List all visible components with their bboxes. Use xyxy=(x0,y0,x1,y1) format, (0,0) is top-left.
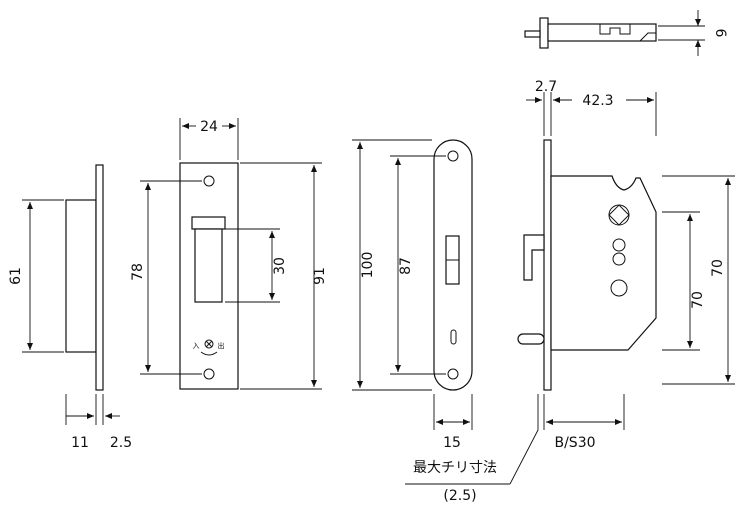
dim-70-inner-label: 70 xyxy=(690,291,706,309)
front-view-strike: 入 出 24 78 30 91 xyxy=(130,118,328,390)
dim-30-label: 30 xyxy=(272,257,288,275)
side-view-left: 61 11 2.5 xyxy=(8,164,132,451)
dim-2-7-label: 2.7 xyxy=(535,79,557,95)
dim-6-label: 6 xyxy=(712,29,728,38)
knob-out-label: 出 xyxy=(218,341,225,350)
dim-24-label: 24 xyxy=(200,119,218,135)
max-chiri-value: (2.5) xyxy=(443,488,476,504)
dim-15-label: 15 xyxy=(443,435,461,451)
dim-70-outer-label: 70 xyxy=(710,259,726,277)
top-view: 6 xyxy=(524,10,728,56)
lock-body-view: 2.7 42.3 70 70 B/S30 最大チリ寸法 (2.5) xyxy=(405,79,735,504)
knob-in-label: 入 xyxy=(193,342,200,350)
dim-61-label: 61 xyxy=(8,267,24,285)
dim-11-label: 11 xyxy=(71,435,89,451)
dim-2-5-label: 2.5 xyxy=(110,435,132,451)
max-chiri-label: 最大チリ寸法 xyxy=(413,460,497,476)
dim-100-label: 100 xyxy=(360,252,376,279)
dim-42-3-label: 42.3 xyxy=(582,93,613,109)
face-plate-view: 100 87 15 xyxy=(352,139,473,451)
dim-78-label: 78 xyxy=(130,263,146,281)
dim-91-label: 91 xyxy=(312,267,328,285)
dim-87-label: 87 xyxy=(398,257,414,275)
backset-label: B/S30 xyxy=(554,435,595,451)
